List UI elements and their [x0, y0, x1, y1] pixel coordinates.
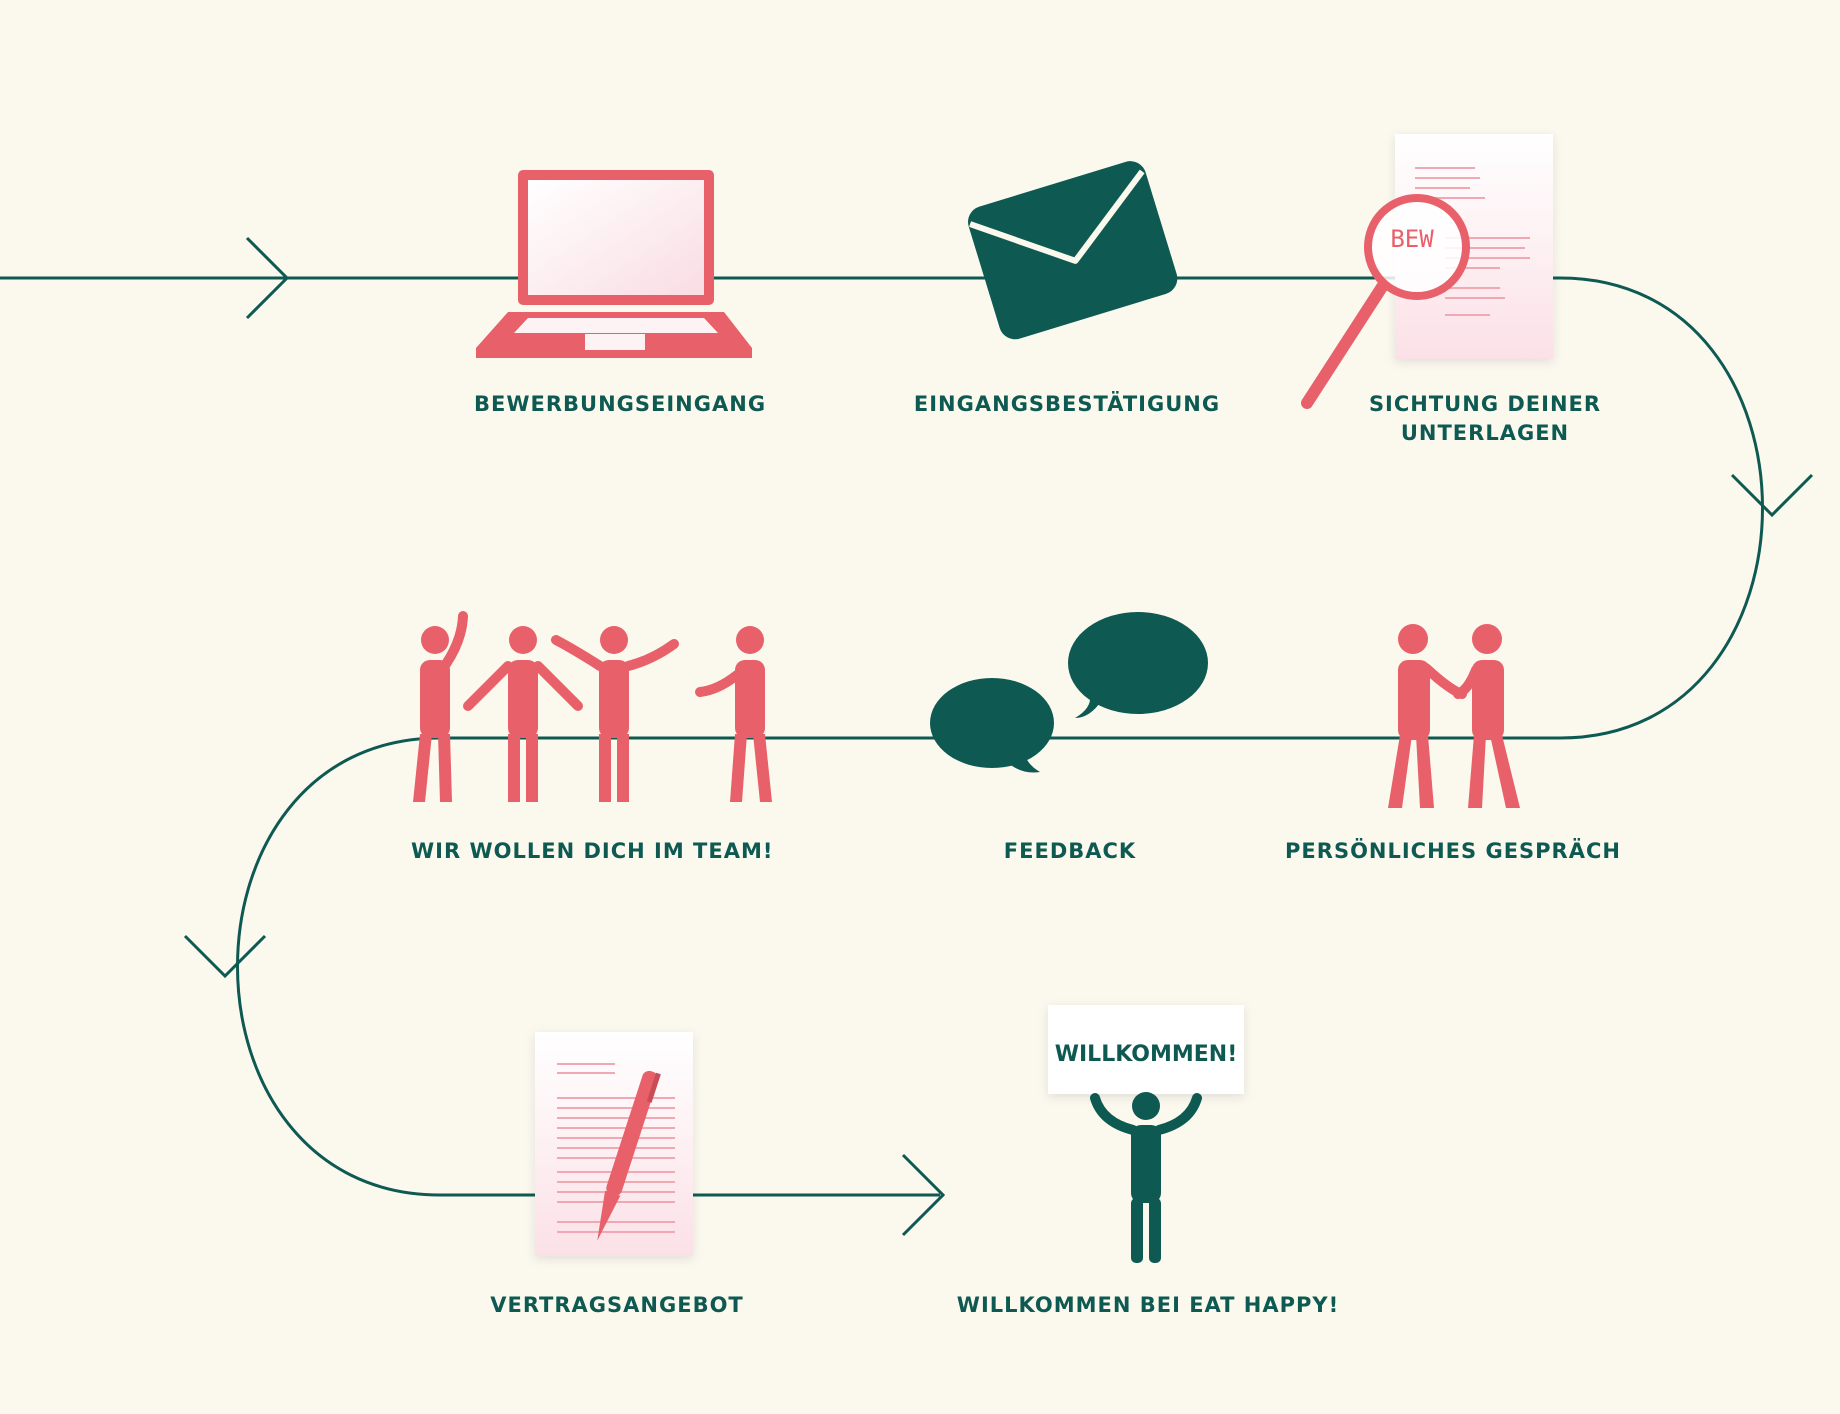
- contract-pen-icon: [535, 1032, 693, 1256]
- step-label-willkommen: WILLKOMMEN BEI EAT HAPPY!: [956, 1293, 1340, 1317]
- arrow-right-icon: [245, 236, 290, 320]
- step-label-sichtung-line2: UNTERLAGEN: [1400, 421, 1570, 445]
- step-label-eingangsbestaetigung: EINGANGSBESTÄTIGUNG: [913, 392, 1221, 416]
- arrow-right-icon: [901, 1153, 946, 1237]
- step-label-persoenliches-gespraech: PERSÖNLICHES GESPRÄCH: [1285, 839, 1621, 863]
- handshake-icon: [1388, 624, 1520, 808]
- step-label-team: WIR WOLLEN DICH IM TEAM!: [411, 839, 774, 863]
- arrow-down-icon: [1730, 473, 1814, 518]
- magnifier-document-icon: BEW: [1301, 134, 1553, 409]
- magnified-text: BEW: [1390, 225, 1434, 253]
- step-label-bewerbungseingang: BEWERBUNGSEINGANG: [474, 392, 767, 416]
- speech-bubbles-icon: [930, 612, 1208, 773]
- laptop-icon: [476, 170, 752, 358]
- envelope-icon: [968, 161, 1178, 340]
- welcome-sign-text: WILLKOMMEN!: [1055, 1042, 1238, 1067]
- arrow-down-icon: [183, 934, 267, 979]
- team-icon: [413, 611, 772, 802]
- step-label-feedback: FEEDBACK: [1003, 839, 1137, 863]
- step-label-sichtung-line1: SICHTUNG DEINER: [1368, 392, 1602, 416]
- step-label-sichtung: SICHTUNG DEINER UNTERLAGEN: [1360, 390, 1610, 448]
- step-label-vertragsangebot: VERTRAGSANGEBOT: [490, 1293, 744, 1317]
- welcome-sign-person-icon: WILLKOMMEN!: [1048, 1005, 1244, 1263]
